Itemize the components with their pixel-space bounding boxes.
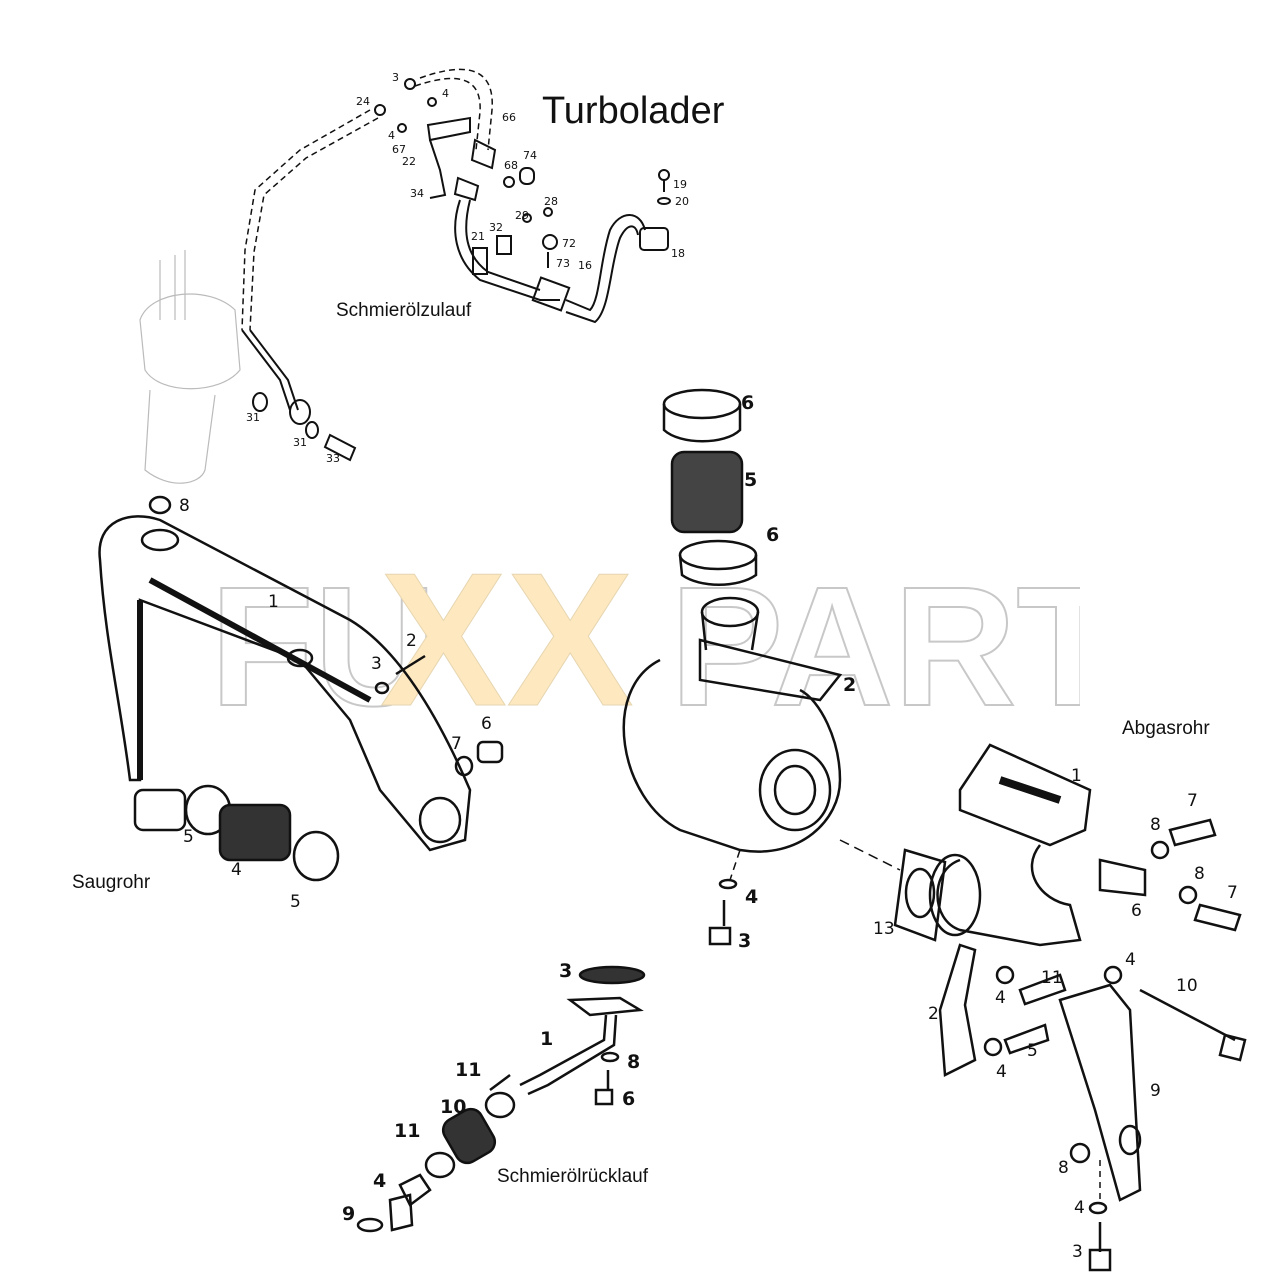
part-number-schmieroelzulauf: 3 bbox=[392, 71, 399, 84]
part-number-schmieroelzulauf: 74 bbox=[523, 149, 537, 162]
part-number-abgasrohr: 4 bbox=[996, 1062, 1007, 1082]
part-number-abgasrohr: 4 bbox=[1125, 950, 1136, 970]
part-number-schmieroelzulauf: 73 bbox=[556, 257, 570, 270]
part-number-saugrohr: 3 bbox=[371, 654, 382, 674]
part-number-schmieroelzulauf: 68 bbox=[504, 159, 518, 172]
part-number-schmieroelruecklauf: 10 bbox=[440, 1096, 467, 1118]
part-number-schmieroelzulauf: 19 bbox=[673, 178, 687, 191]
part-number-abgasrohr: 7 bbox=[1187, 791, 1198, 811]
intake-manifold-drawing bbox=[98, 495, 504, 882]
part-number-abgasrohr: 9 bbox=[1150, 1081, 1161, 1101]
part-number-abgasrohr: 6 bbox=[1131, 901, 1142, 921]
part-number-saugrohr: 4 bbox=[231, 860, 242, 880]
part-number-schmieroelzulauf: 31 bbox=[293, 436, 307, 449]
part-number-abgasrohr: 8 bbox=[1150, 815, 1161, 835]
section-label-schmieroelruecklauf: Schmierölrücklauf bbox=[497, 1166, 648, 1187]
part-number-abgasrohr: 13 bbox=[873, 919, 895, 939]
part-number-schmieroelruecklauf: 9 bbox=[342, 1203, 356, 1225]
oil-feed-pipe-lower bbox=[241, 329, 299, 411]
part-number-schmieroelruecklauf: 3 bbox=[559, 960, 573, 982]
part-number-schmieroelzulauf: 22 bbox=[402, 155, 416, 168]
part-number-turbolader: 4 bbox=[745, 886, 759, 908]
part-number-schmieroelzulauf: 4 bbox=[442, 87, 449, 100]
part-number-turbolader: 6 bbox=[741, 392, 755, 414]
part-number-schmieroelruecklauf: 1 bbox=[540, 1028, 554, 1050]
part-number-abgasrohr: 7 bbox=[1227, 883, 1238, 903]
part-number-schmieroelruecklauf: 6 bbox=[622, 1088, 636, 1110]
part-number-schmieroelzulauf: 20 bbox=[675, 195, 689, 208]
part-number-saugrohr: 8 bbox=[179, 496, 190, 516]
part-number-schmieroelzulauf: 29 bbox=[515, 209, 529, 222]
part-number-saugrohr: 2 bbox=[406, 631, 417, 651]
oil-feed-line-dashed bbox=[241, 68, 493, 331]
part-number-abgasrohr: 5 bbox=[1027, 1041, 1038, 1061]
section-label-abgasrohr: Abgasrohr bbox=[1122, 718, 1210, 739]
part-number-saugrohr: 5 bbox=[290, 892, 301, 912]
part-number-saugrohr: 5 bbox=[183, 827, 194, 847]
part-number-abgasrohr: 4 bbox=[995, 988, 1006, 1008]
part-number-turbolader: 6 bbox=[766, 524, 780, 546]
part-number-turbolader: 3 bbox=[738, 930, 752, 952]
part-number-schmieroelzulauf: 16 bbox=[578, 259, 592, 272]
part-number-schmieroelzulauf: 32 bbox=[489, 221, 503, 234]
section-label-schmieroelzulauf: Schmierölzulauf bbox=[336, 300, 472, 321]
part-number-abgasrohr: 10 bbox=[1176, 976, 1198, 996]
part-number-schmieroelzulauf: 18 bbox=[671, 247, 685, 260]
part-number-abgasrohr: 8 bbox=[1058, 1158, 1069, 1178]
part-number-abgasrohr: 2 bbox=[928, 1004, 939, 1024]
part-number-schmieroelzulauf: 28 bbox=[544, 195, 558, 208]
turbocharger-drawing bbox=[622, 388, 901, 946]
part-number-schmieroelzulauf: 72 bbox=[562, 237, 576, 250]
exhaust-pipe-drawing bbox=[893, 743, 1247, 1272]
oil-filter-ghost bbox=[139, 250, 241, 484]
part-number-schmieroelzulauf: 4 bbox=[388, 129, 395, 142]
part-number-abgasrohr: 1 bbox=[1071, 766, 1082, 786]
part-number-schmieroelzulauf: 33 bbox=[326, 452, 340, 465]
part-number-schmieroelzulauf: 24 bbox=[356, 95, 370, 108]
part-number-schmieroelzulauf: 34 bbox=[410, 187, 424, 200]
part-number-schmieroelruecklauf: 8 bbox=[627, 1051, 641, 1073]
part-number-schmieroelzulauf: 31 bbox=[246, 411, 260, 424]
part-number-abgasrohr: 4 bbox=[1074, 1198, 1085, 1218]
part-number-abgasrohr: 3 bbox=[1072, 1242, 1083, 1262]
part-number-schmieroelruecklauf: 11 bbox=[455, 1059, 482, 1081]
part-number-abgasrohr: 11 bbox=[1041, 968, 1063, 988]
part-number-saugrohr: 6 bbox=[481, 714, 492, 734]
part-number-schmieroelzulauf: 67 bbox=[392, 143, 406, 156]
part-number-abgasrohr: 8 bbox=[1194, 864, 1205, 884]
part-number-schmieroelruecklauf: 4 bbox=[373, 1170, 387, 1192]
part-number-schmieroelzulauf: 21 bbox=[471, 230, 485, 243]
section-label-saugrohr: Saugrohr bbox=[72, 872, 151, 893]
part-number-saugrohr: 7 bbox=[451, 734, 462, 754]
oil-return-drawing bbox=[356, 965, 646, 1233]
part-number-turbolader: 5 bbox=[744, 469, 758, 491]
part-number-turbolader: 2 bbox=[843, 674, 857, 696]
page-title: Turbolader bbox=[542, 90, 725, 132]
part-number-schmieroelzulauf: 66 bbox=[502, 111, 516, 124]
part-number-schmieroelruecklauf: 11 bbox=[394, 1120, 421, 1142]
part-number-saugrohr: 1 bbox=[268, 592, 279, 612]
